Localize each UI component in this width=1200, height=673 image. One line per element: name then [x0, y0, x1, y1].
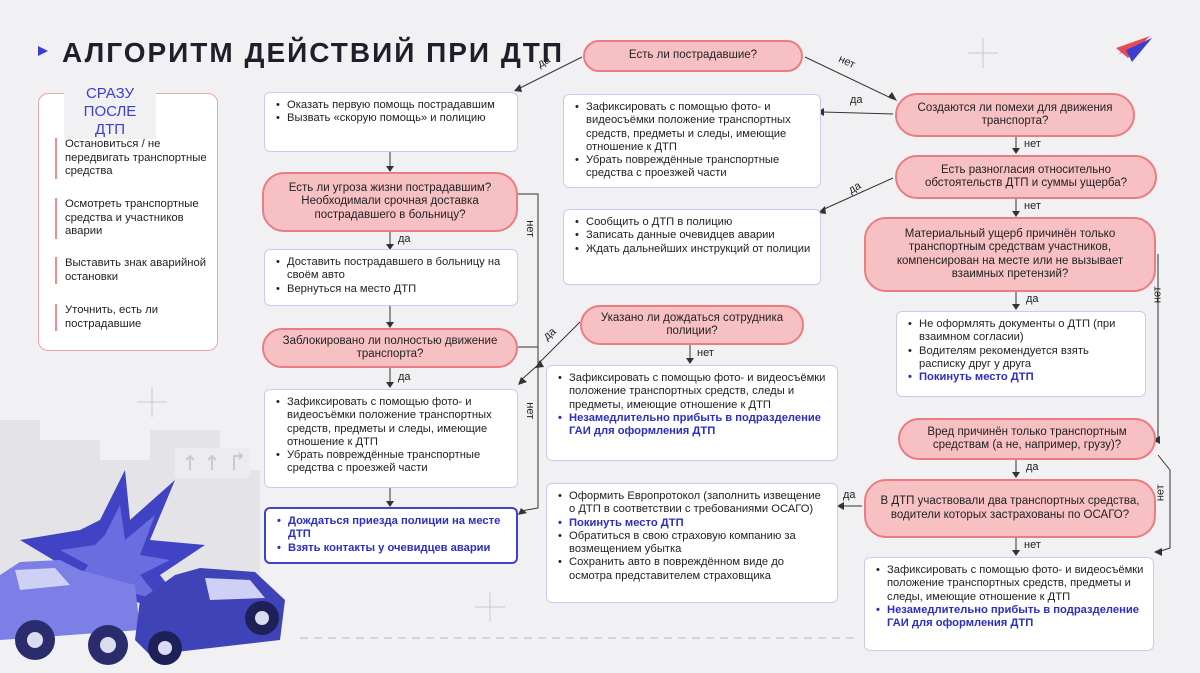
box-record-mid: Зафиксировать с помощью фото- и видеосъё…: [563, 94, 821, 188]
box-record-left: Зафиксировать с помощью фото- и видеосъё…: [264, 389, 518, 488]
label-no: нет: [524, 402, 537, 420]
label-yes: да: [1026, 293, 1039, 305]
decision-two-insured: В ДТП участвовали два транспортных средс…: [864, 479, 1156, 538]
box-first-aid: Оказать первую помощь пострадавшимВызват…: [264, 92, 518, 152]
sidebar-item: Уточнить, есть ли пострадавшие: [55, 304, 211, 331]
label-yes: да: [398, 233, 411, 245]
label-yes: да: [398, 371, 411, 383]
label-no: нет: [1151, 286, 1164, 304]
decision-obstacles: Создаются ли помехи для движения транспо…: [895, 93, 1135, 137]
page-title: АЛГОРИТМ ДЕЙСТВИЙ ПРИ ДТП: [62, 37, 565, 68]
box-no-docs: Не оформлять документы о ДТП (при взаимн…: [896, 311, 1146, 397]
decision-material: Материальный ущерб причинён только транс…: [864, 217, 1156, 292]
decision-harm-vehicles: Вред причинён только транспортным средст…: [898, 418, 1156, 460]
sidebar-item: Осмотреть транспортные средства и участн…: [55, 198, 211, 239]
box-record-gai: Зафиксировать с помощью фото- и видеосъё…: [546, 365, 838, 461]
sidebar-heading: СРАЗУ ПОСЛЕ ДТП: [64, 85, 156, 139]
label-no: нет: [524, 220, 537, 238]
title-marker-icon: [38, 46, 48, 56]
label-yes: да: [843, 489, 856, 501]
decision-disagreement: Есть разногласия относительно обстоятель…: [895, 155, 1157, 199]
label-no: нет: [1024, 138, 1041, 150]
decision-wait-police: Указано ли дождаться сотрудника полиции?: [580, 305, 804, 345]
box-record-right: Зафиксировать с помощью фото- и видеосъё…: [864, 557, 1154, 651]
label-yes: да: [1026, 461, 1039, 473]
sidebar-card: СРАЗУ ПОСЛЕ ДТП Остановиться / не передв…: [38, 85, 218, 351]
label-no: нет: [697, 347, 714, 359]
box-deliver: Доставить пострадавшего в больницу на св…: [264, 249, 518, 306]
sidebar-item: Остановиться / не передвигать транспортн…: [55, 138, 211, 179]
label-no: нет: [1024, 539, 1041, 551]
sidebar-item: Выставить знак аварийной остановки: [55, 257, 211, 284]
box-report-police: Сообщить о ДТП в полициюЗаписать данные …: [563, 209, 821, 285]
label-yes: да: [850, 94, 863, 106]
label-no: нет: [1154, 484, 1167, 502]
decision-injured: Есть ли пострадавшие?: [583, 40, 803, 72]
label-no: нет: [1024, 200, 1041, 212]
decision-blocked: Заблокировано ли полностью движение тран…: [262, 328, 518, 368]
box-europrotocol: Оформить Европротокол (заполнить извещен…: [546, 483, 838, 603]
box-wait-left: Дождаться приезда полиции на месте ДТПВз…: [264, 507, 518, 564]
decision-threat: Есть ли угроза жизни пострадавшим? Необх…: [262, 172, 518, 232]
